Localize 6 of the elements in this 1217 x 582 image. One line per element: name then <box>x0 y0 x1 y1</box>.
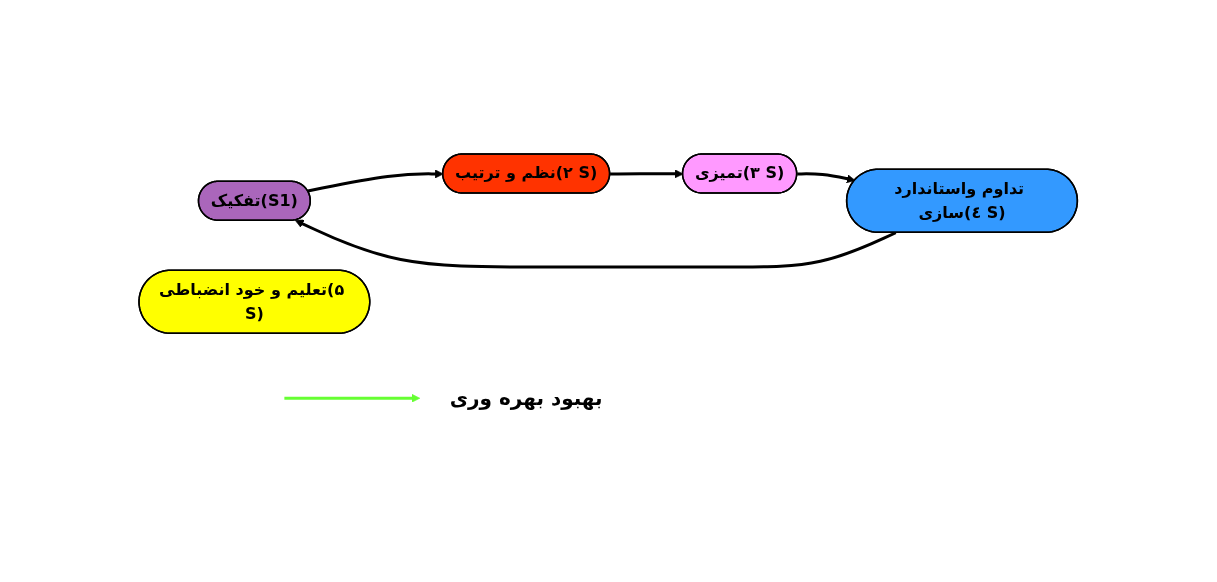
arrow <box>797 172 856 183</box>
arrow <box>610 169 684 179</box>
arrow <box>284 393 421 403</box>
arrow <box>295 219 897 269</box>
node-text: بهبود بهره وری <box>450 386 603 411</box>
arrow <box>307 169 444 193</box>
